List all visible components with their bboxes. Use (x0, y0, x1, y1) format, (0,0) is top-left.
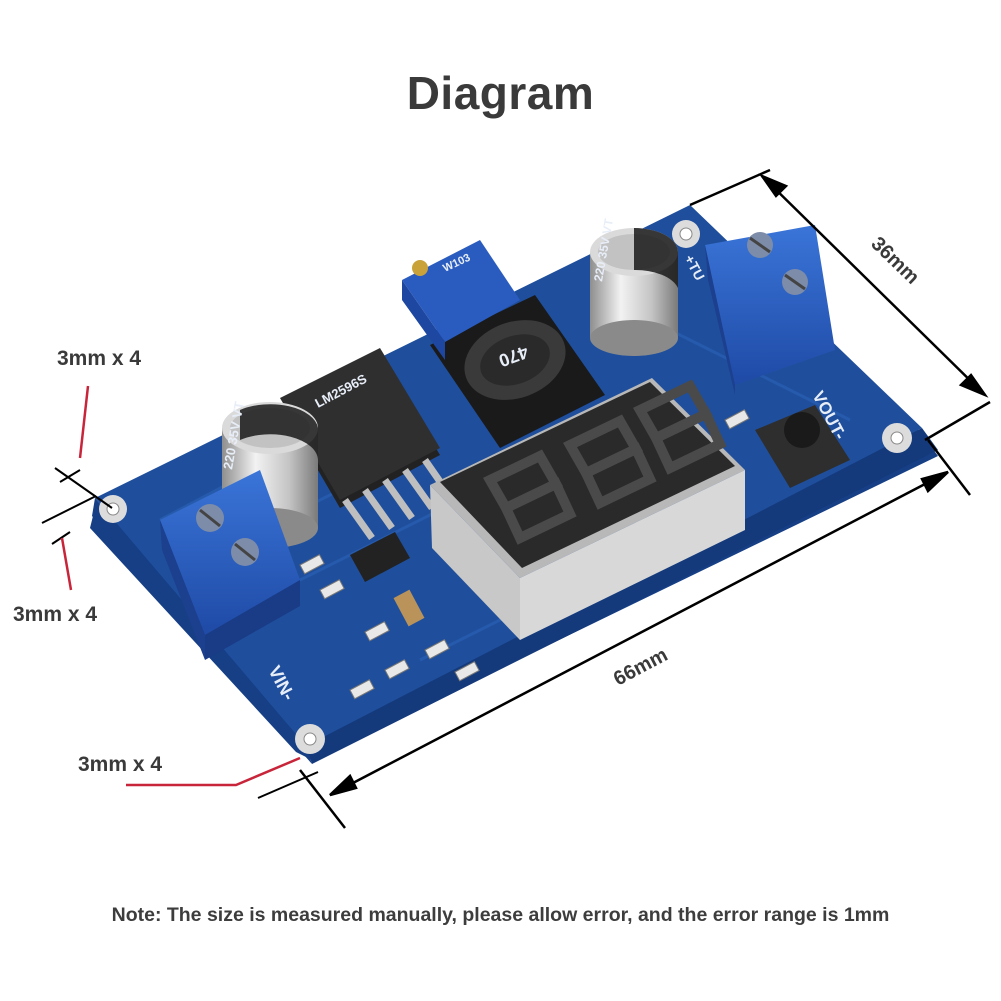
capacitor-right: 220 35V VT (590, 217, 678, 356)
potentiometer: W103 (402, 240, 520, 360)
mounting-hole (882, 423, 912, 453)
diode (393, 589, 425, 627)
transistor (350, 532, 410, 582)
diagram-title: Diagram (406, 67, 595, 119)
dimension-36mm (689, 168, 991, 442)
mounting-hole (99, 495, 127, 523)
inductor: 470 (430, 295, 605, 448)
height-dimension-label: 36mm (867, 233, 924, 289)
hole-callout-lines (41, 385, 301, 787)
terminal-block-left (160, 470, 300, 660)
mounting-hole (295, 724, 325, 754)
dimension-66mm (257, 439, 971, 829)
seven-segment-display (430, 378, 745, 640)
measurement-note: Note: The size is measured manually, ple… (111, 904, 890, 926)
mounting-hole (672, 220, 700, 248)
hole-label-top: 3mm x 4 (57, 347, 142, 370)
width-dimension-label: 66mm (610, 644, 671, 691)
smd-components (299, 408, 750, 700)
push-button (755, 405, 850, 488)
hole-label-bottom: 3mm x 4 (78, 753, 163, 776)
hole-label-middle: 3mm x 4 (13, 603, 98, 626)
terminal-block-right (705, 225, 835, 395)
lm2596s-ic: LM2596S (280, 348, 453, 541)
